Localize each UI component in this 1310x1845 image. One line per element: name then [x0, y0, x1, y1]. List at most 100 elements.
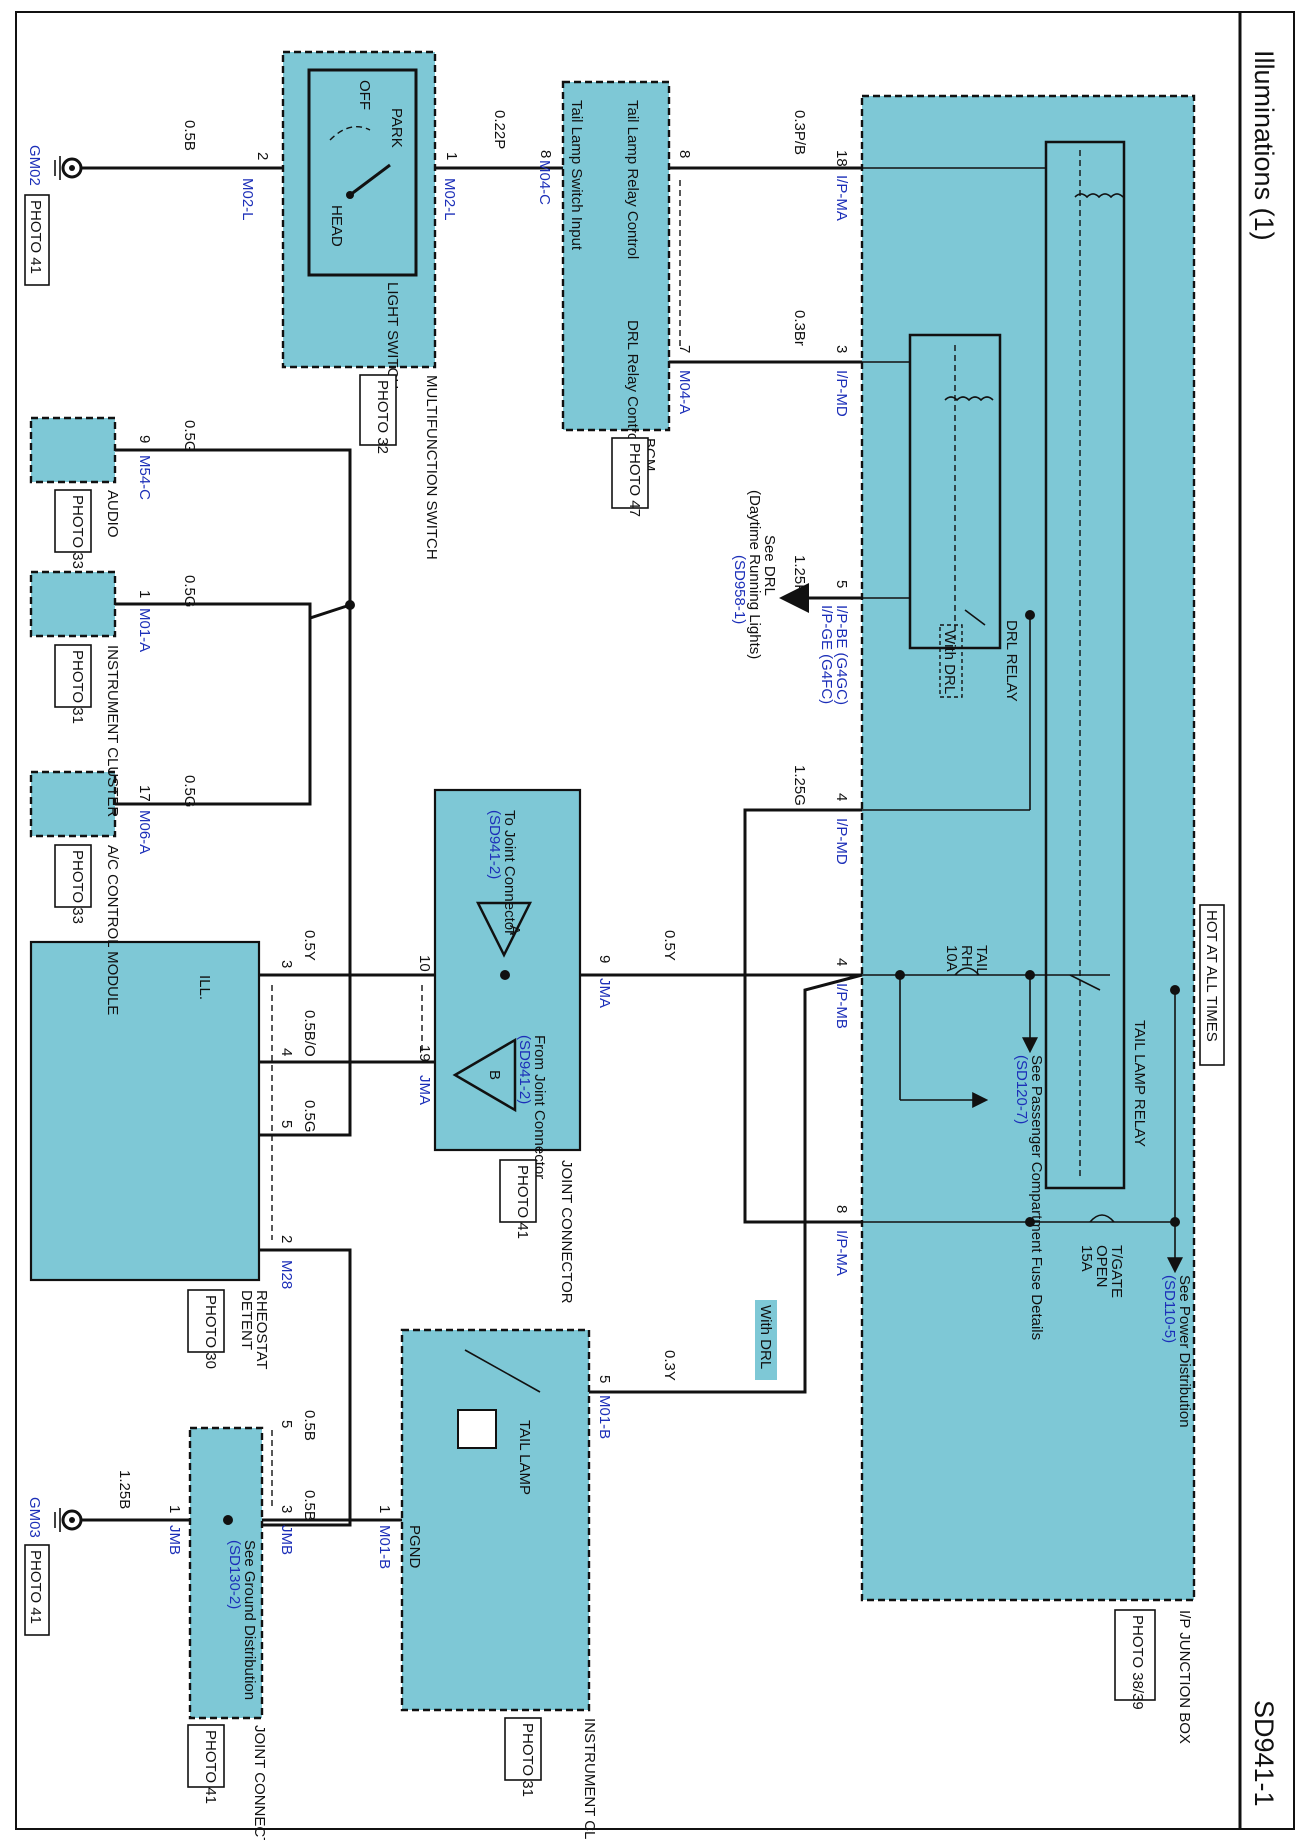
bcm-pin7: 7	[676, 345, 693, 353]
see-power-ref: (SD110-5)	[1161, 1275, 1178, 1343]
rheostat-connector: M28	[278, 1260, 295, 1289]
jmb-box	[188, 1426, 264, 1720]
jma-from-ref: (SD941-2)	[516, 1035, 533, 1104]
page-title: Illuminations (1)	[1249, 50, 1279, 241]
audio-photo: PHOTO 33	[69, 495, 86, 569]
with-drl-inside: With DRL	[941, 630, 958, 694]
ac-photo-box	[54, 844, 92, 908]
see-fuse: See Passenger Compartment Fuse Details	[1028, 1055, 1045, 1340]
jma-label: JOINT CONNECTOR	[558, 1160, 575, 1304]
audio-label: AUDIO	[104, 490, 121, 538]
ac-connector: M06-A	[136, 810, 153, 854]
jmb-pin1: 1	[166, 1505, 183, 1513]
fuse-tail-3: 10A	[943, 945, 960, 972]
marker-a-triangle	[475, 901, 533, 958]
jb-conn-8ma: I/P-MA	[833, 1230, 850, 1276]
rheostat-pin4: 4	[278, 1048, 295, 1056]
rheostat-photo-box	[187, 1289, 225, 1353]
drl-relay	[908, 333, 1002, 650]
tail-pin5: 5	[596, 1375, 613, 1383]
rheostat-label2: DETENT	[238, 1290, 255, 1350]
jma-pin19: 19	[416, 1045, 433, 1062]
ground-gm02-icon	[54, 156, 83, 180]
wire-label-16: 0.5B	[301, 1490, 318, 1521]
tail-cluster-module: INSTRUMENT CLUSTER	[581, 1718, 598, 1840]
audio-photo-box	[54, 489, 92, 553]
page-frame	[15, 11, 1295, 1830]
audio-connector: M54-C	[136, 455, 153, 500]
tail-connector-b: M01-B	[596, 1395, 613, 1439]
tail-cluster-box	[400, 1328, 591, 1712]
ls-pin-right: 1	[443, 152, 460, 160]
tail-cluster-photo-box	[504, 1717, 542, 1781]
tail-relay-coil	[1074, 193, 1124, 199]
jma-dot	[500, 970, 510, 980]
wire-label-10: 0.5G	[181, 575, 198, 608]
jma-connector-top: JMA	[596, 978, 613, 1008]
rheostat-pin2: 2	[278, 1235, 295, 1243]
audio-box	[29, 416, 117, 484]
bcm-connector-c: M04-C	[536, 160, 553, 205]
hot-at-all-times: HOT AT ALL TIMES	[1203, 910, 1220, 1042]
wire-label-7: 0.5Y	[661, 930, 678, 961]
jb-conn-4mb: I/P-MB	[833, 983, 850, 1029]
wire-03y	[589, 973, 863, 1394]
fuse-tgate-3: 15A	[1078, 1245, 1095, 1272]
rheostat-pin5: 5	[278, 1120, 295, 1128]
jb-dot-5	[1025, 1217, 1035, 1227]
bcm-drl-ctrl: DRL Relay Control	[624, 320, 641, 445]
jb-pin-8ma: 8	[833, 1205, 850, 1213]
jb-pin-18: 18	[833, 150, 850, 167]
jma-photo-box	[499, 1159, 537, 1223]
jmb-photo-box	[187, 1724, 225, 1788]
jma-from-text: From Joint Connector	[531, 1035, 548, 1179]
wire-label-1: 0.5B	[181, 120, 198, 151]
jb-dot-1	[1025, 610, 1035, 620]
rheostat-pin3: 3	[278, 960, 295, 968]
ls-off: OFF	[356, 80, 373, 110]
jmb-pin5: 5	[278, 1420, 295, 1428]
tail-relay-label: TAIL LAMP RELAY	[1131, 1020, 1148, 1147]
wire-label-14: 0.5G	[301, 1100, 318, 1133]
jb-photo: PHOTO 38/39	[1129, 1615, 1146, 1710]
wire-label-3: 0.3P/B	[791, 110, 808, 155]
jb-conn-18: I/P-MA	[833, 175, 850, 221]
fuse-tail-rh	[954, 967, 980, 976]
marker-b: B	[486, 1070, 503, 1080]
joint-connector-jma-box	[433, 788, 582, 1152]
fuse-tgate-1: T/GATE	[1108, 1245, 1125, 1298]
fuse-tgate-open	[1089, 1214, 1115, 1223]
jb-pin-5: 5	[833, 580, 850, 588]
gm02-photo: PHOTO 41	[27, 200, 44, 274]
rheostat-label: RHEOSTAT	[253, 1290, 270, 1369]
cluster-a-pin: 1	[136, 590, 153, 598]
jb-conn-4md: I/P-MD	[833, 818, 850, 865]
cluster-a-box	[29, 570, 117, 638]
switch-blade	[349, 163, 391, 197]
tail-cluster-photo: PHOTO 31	[519, 1723, 536, 1797]
rheostat-ill: ILL.	[196, 975, 213, 1000]
tail-pin1: 1	[376, 1505, 393, 1513]
wire-label-6: 1.25G	[791, 765, 808, 806]
tail-lamp-relay	[1044, 140, 1126, 1190]
jb-dot-2	[1025, 970, 1035, 980]
jb-label: I/P JUNCTION BOX	[1176, 1610, 1193, 1744]
jb-pin-4mb: 4	[833, 958, 850, 966]
bcm-relay-ctrl: Tail Lamp Relay Control	[624, 100, 641, 259]
audio-pin: 9	[136, 435, 153, 443]
jb-conn-3: I/P-MD	[833, 370, 850, 417]
jb-conn-5b: I/P-GE (G4FC)	[818, 605, 835, 704]
gm03-photo-box	[24, 1544, 50, 1636]
bcm-box	[561, 80, 671, 432]
jmb-photo: PHOTO 41	[202, 1730, 219, 1804]
marker-b-triangle	[452, 1037, 517, 1113]
tail-lamp-icon	[457, 1409, 497, 1449]
wire-label-8: 0.3Y	[661, 1350, 678, 1381]
ip-junction-box	[860, 94, 1196, 1602]
jma-to-ref: (SD941-2)	[486, 810, 503, 879]
gm03-photo: PHOTO 41	[27, 1550, 44, 1624]
ls-photo: PHOTO 32	[374, 380, 391, 454]
bcm-photo: PHOTO 47	[626, 443, 643, 517]
ls-pin-left: 2	[254, 152, 271, 160]
see-fuse-ref: (SD120-7)	[1013, 1055, 1030, 1124]
